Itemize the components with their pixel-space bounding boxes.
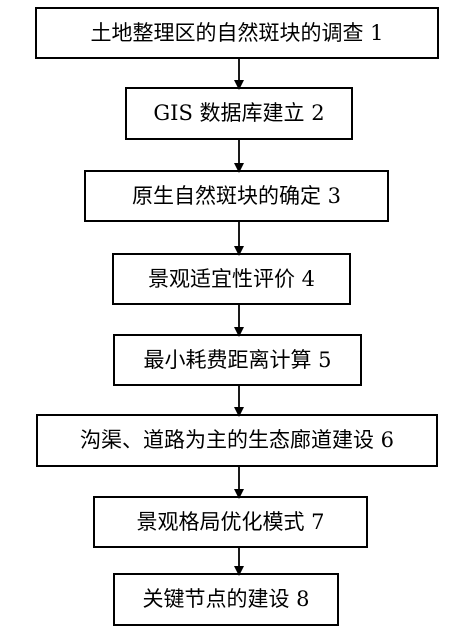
step-box-5: 最小耗费距离计算 5 xyxy=(113,334,362,386)
step-label-6: 沟渠、道路为主的生态廊道建设 6 xyxy=(79,428,395,452)
step-label-5: 最小耗费距离计算 5 xyxy=(143,347,332,372)
step-box-2: GIS 数据库建立 2 xyxy=(125,87,353,140)
step-box-8: 关键节点的建设 8 xyxy=(113,573,339,626)
step-box-4: 景观适宜性评价 4 xyxy=(112,253,351,305)
step-label-3: 原生自然斑块的确定 3 xyxy=(131,183,342,208)
step-box-7: 景观格局优化模式 7 xyxy=(93,496,368,548)
step-label-2: GIS 数据库建立 2 xyxy=(153,101,325,125)
step-box-6: 沟渠、道路为主的生态廊道建设 6 xyxy=(36,414,438,467)
step-label-8: 关键节点的建设 8 xyxy=(142,587,310,611)
step-label-7: 景观格局优化模式 7 xyxy=(136,509,325,534)
step-label-1: 土地整理区的自然斑块的调查 1 xyxy=(90,20,384,45)
step-box-3: 原生自然斑块的确定 3 xyxy=(84,170,389,222)
step-label-4: 景观适宜性评价 4 xyxy=(147,266,316,291)
step-box-1: 土地整理区的自然斑块的调查 1 xyxy=(35,7,439,59)
